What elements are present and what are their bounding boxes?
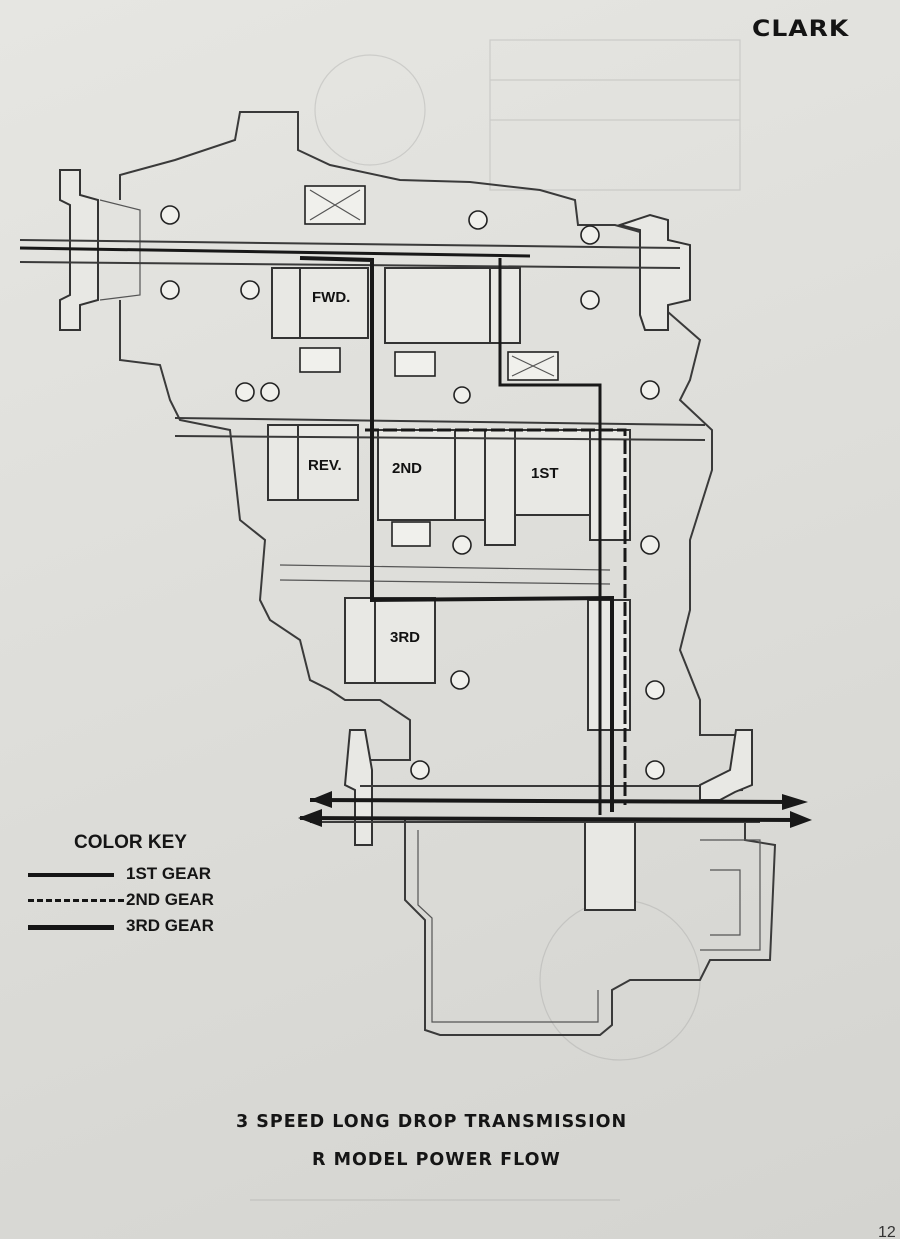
key-label-1st-gear: 1ST GEAR [126,864,212,883]
rev-gear-label: REV. [308,457,342,474]
rear-cover [700,839,761,951]
key-swatch-dashed [28,899,124,902]
rear-output-flange-right [699,729,753,801]
second-gear-label: 2ND [392,460,422,477]
rear-output-flange-left [343,729,373,846]
third-gear-flow-path [299,256,614,812]
power-flow-paths [19,246,812,828]
output-arrow-left-upper [310,791,332,808]
key-label-2nd-gear: 2ND GEAR [126,890,214,909]
second-gear-flow-path [365,428,627,805]
second-gear [377,429,486,521]
key-swatch-thick [28,925,114,930]
input-flow-line [19,246,531,258]
first-gear [484,429,631,546]
page-number: 12 [878,1224,896,1239]
oil-tube [417,830,599,1023]
output-arrow-left-lower [298,809,322,827]
first-gear-flow-path [498,258,602,815]
output-arrow-right-lower [790,811,812,828]
fwd-gear-label: FWD. [312,289,350,306]
rear-output-flow-line [309,798,791,804]
shafts [19,239,760,823]
third-gear [344,597,631,731]
third-gear-label: 3RD [390,629,420,646]
output-arrow-right-upper [782,794,808,810]
bearings [160,185,665,780]
key-label-3rd-gear: 3RD GEAR [126,916,214,935]
first-gear-label: 1ST [531,465,559,482]
front-output-flow-line [299,816,801,822]
key-row-1st-gear: 1ST GEAR [28,864,268,884]
key-swatch-solid [28,873,114,877]
lower-extension-housing [404,820,777,1036]
front-output-flange [616,213,691,331]
caption-title: 3 SPEED LONG DROP TRANSMISSION [236,1112,628,1132]
color-key-title: COLOR KEY [74,832,187,853]
caption-subtitle: R MODEL POWER FLOW [312,1150,561,1170]
fwd-clutch-gear [271,267,369,339]
key-row-3rd-gear: 3RD GEAR [28,916,268,936]
key-row-2nd-gear: 2ND GEAR [28,890,268,910]
clark-logo: CLARK [752,15,850,42]
fwd-drum-gear [384,267,521,344]
output-drop-gear [584,819,636,911]
